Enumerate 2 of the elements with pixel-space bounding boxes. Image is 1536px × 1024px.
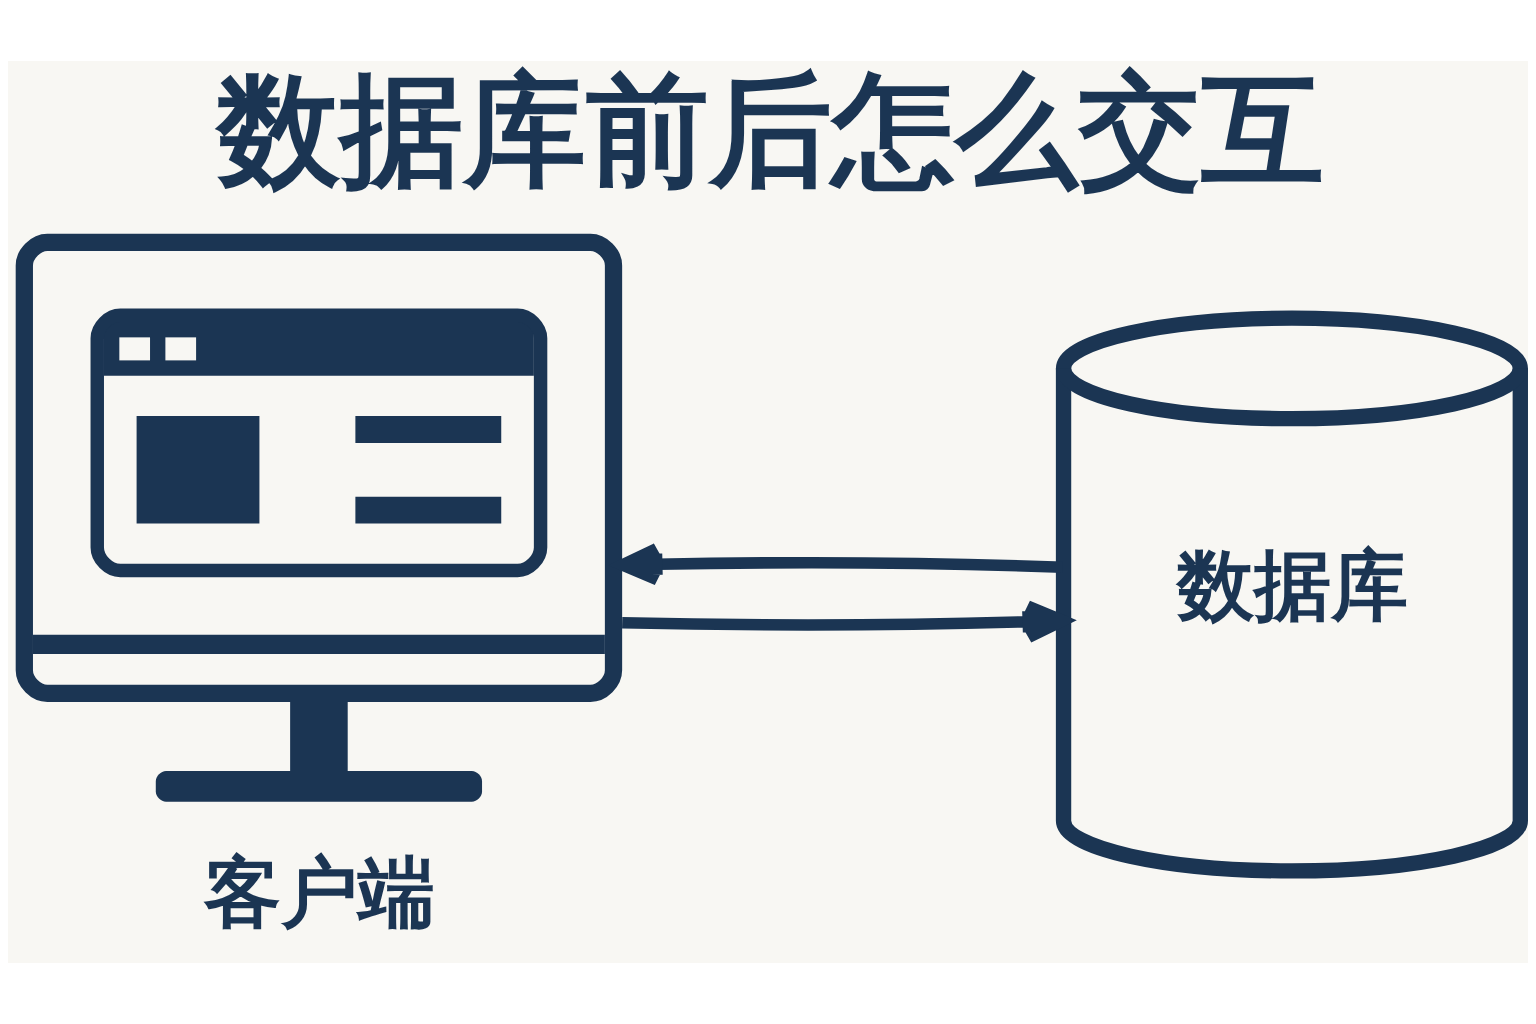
- diagram-title: 数据库前后怎么交互: [217, 58, 1325, 202]
- node-label: 客户端: [203, 847, 435, 937]
